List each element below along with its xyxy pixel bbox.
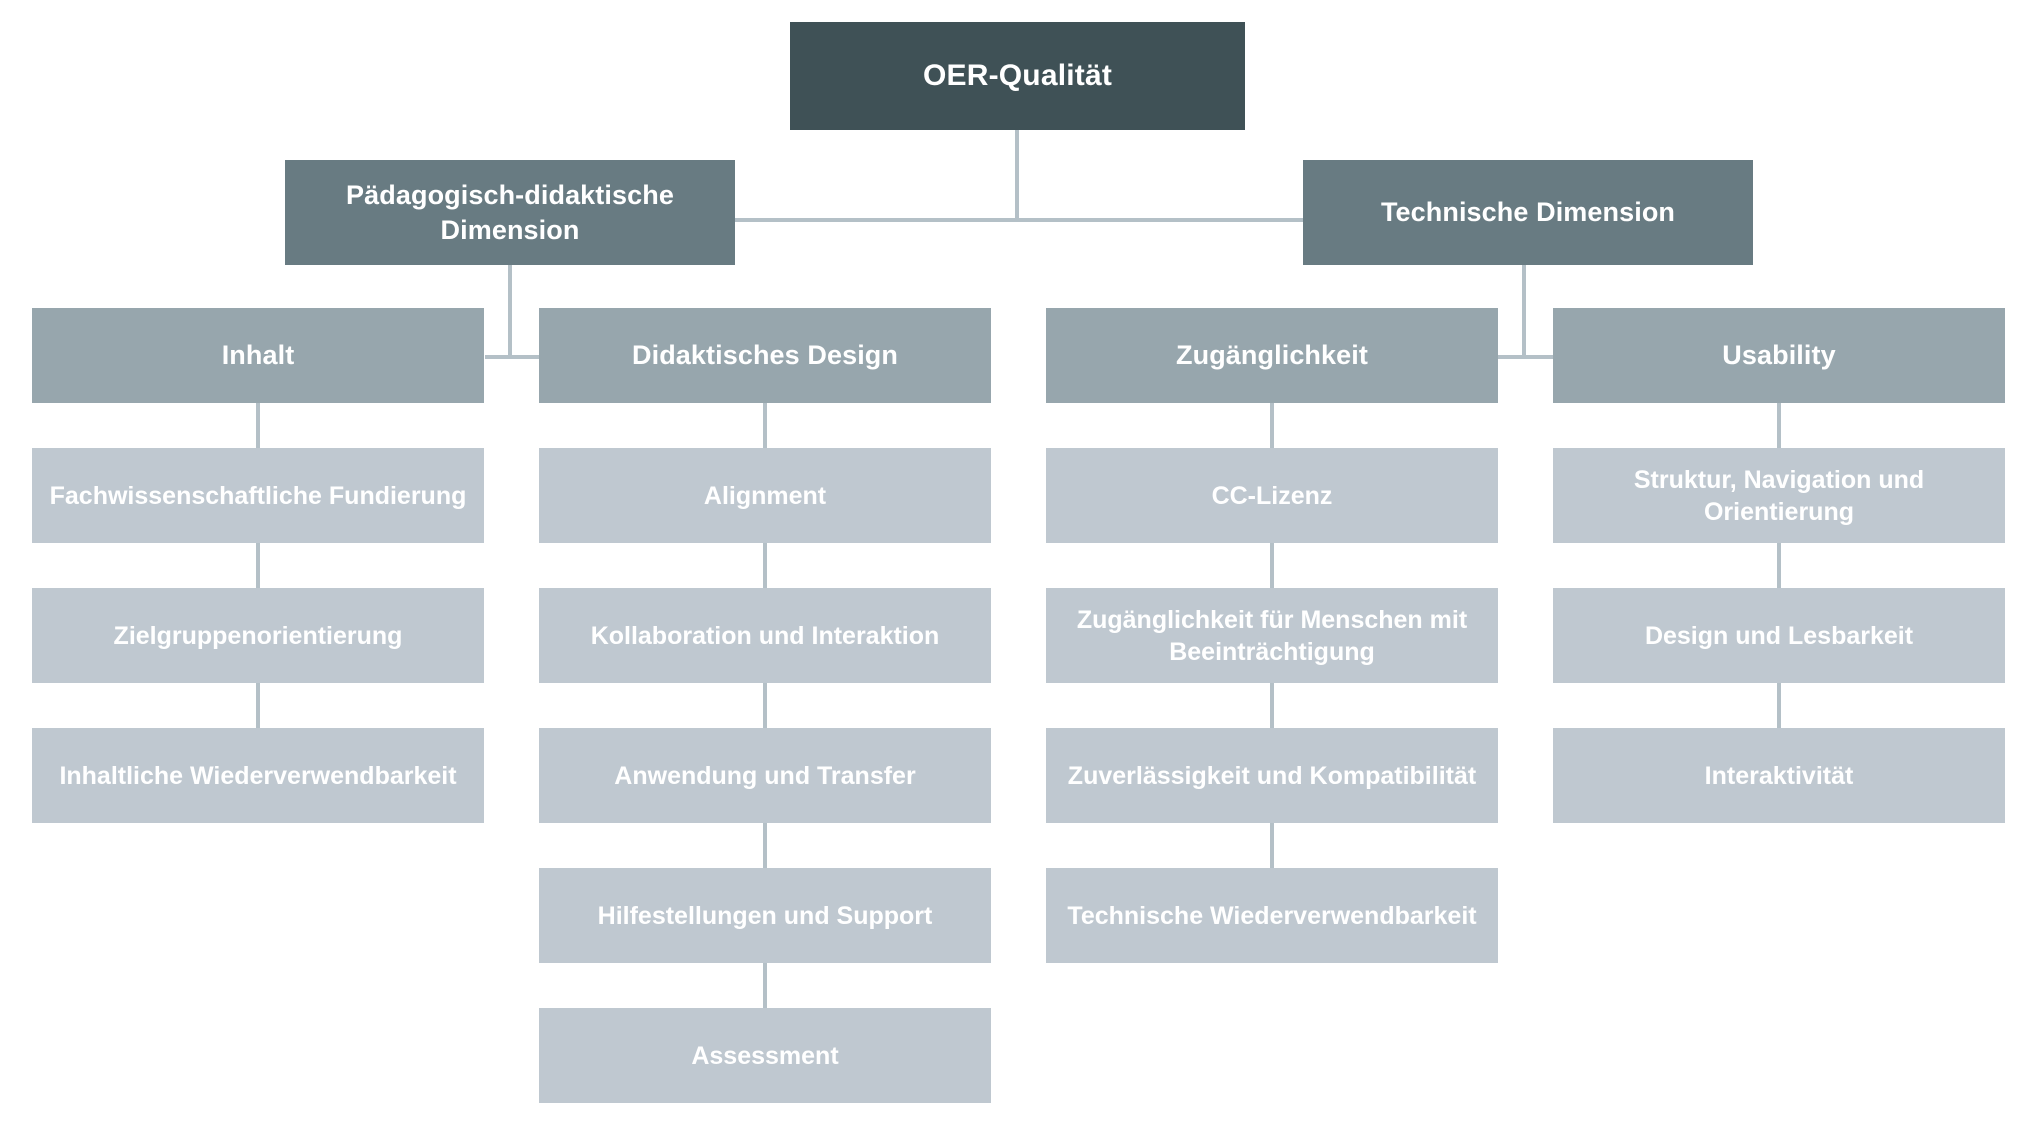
node-root-oer-qualitaet[interactable]: OER-Qualität [790,22,1245,130]
node-criterion-anwendung-und-transfer[interactable]: Anwendung und Transfer [539,728,991,823]
node-criterion-zuverlaessigkeit-und-kompatibilitaet[interactable]: Zuverlässigkeit und Kompatibilität [1046,728,1498,823]
node-category-usability[interactable]: Usability [1553,308,2005,403]
node-criterion-inhaltliche-wiederverwendbarkeit[interactable]: Inhaltliche Wiederverwendbarkeit [32,728,484,823]
node-criterion-alignment[interactable]: Alignment [539,448,991,543]
node-criterion-kollaboration-und-interaktion[interactable]: Kollaboration und Interaktion [539,588,991,683]
connector-dim2-stem [1522,265,1526,359]
node-dimension-technisch[interactable]: Technische Dimension [1303,160,1753,265]
node-category-inhalt[interactable]: Inhalt [32,308,484,403]
node-criterion-technische-wiederverwendbarkeit[interactable]: Technische Wiederverwendbarkeit [1046,868,1498,963]
connector-dimension-spine [733,218,1305,222]
node-criterion-design-und-lesbarkeit[interactable]: Design und Lesbarkeit [1553,588,2005,683]
connector-dim1-bus [485,355,543,359]
connector-dim1-stem [508,265,512,359]
node-criterion-interaktivitaet[interactable]: Interaktivität [1553,728,2005,823]
connector-dim2-bus [1497,355,1557,359]
node-criterion-assessment[interactable]: Assessment [539,1008,991,1103]
node-criterion-struktur-navigation-orientierung[interactable]: Struktur, Navigation und Orientierung [1553,448,2005,543]
connector-root-stem [1015,130,1019,220]
node-criterion-hilfestellungen-und-support[interactable]: Hilfestellungen und Support [539,868,991,963]
node-criterion-zugaenglichkeit-beeintraechtigung[interactable]: Zugänglichkeit für Menschen mit Beeinträ… [1046,588,1498,683]
node-criterion-fachwissenschaftliche-fundierung[interactable]: Fachwissenschaftliche Fundierung [32,448,484,543]
node-criterion-zielgruppenorientierung[interactable]: Zielgruppenorientierung [32,588,484,683]
node-dimension-paedagogisch-didaktisch[interactable]: Pädagogisch-didaktische Dimension [285,160,735,265]
node-category-zugaenglichkeit[interactable]: Zugänglichkeit [1046,308,1498,403]
node-criterion-cc-lizenz[interactable]: CC-Lizenz [1046,448,1498,543]
node-category-didaktisches-design[interactable]: Didaktisches Design [539,308,991,403]
